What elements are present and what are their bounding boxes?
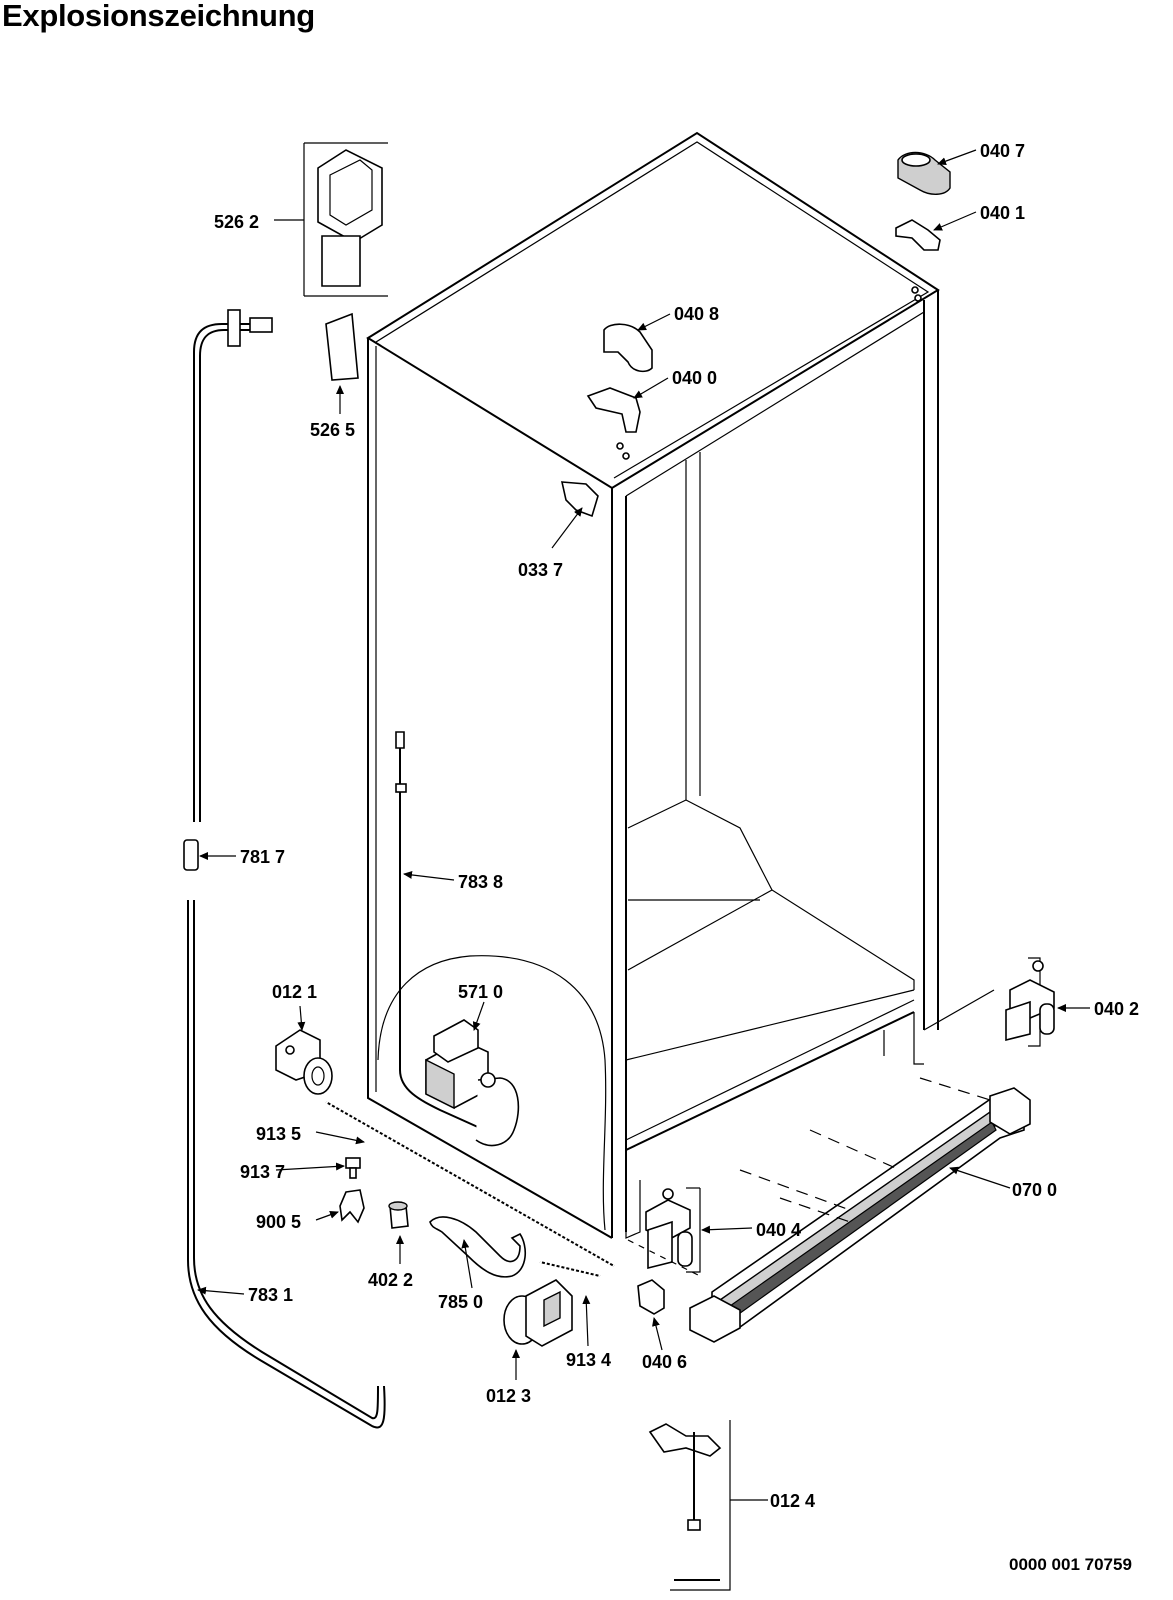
label-012-1: 012 1: [272, 982, 317, 1002]
screw-hole: [616, 442, 624, 450]
label-012-3: 012 3: [486, 1386, 531, 1406]
part-040-4-hinge-group: [645, 1187, 701, 1273]
refrigerator-cabinet: [366, 131, 940, 1239]
part-012-4-leveling-foot: [648, 1420, 731, 1591]
part-526-2-bracket: [303, 142, 388, 297]
label-913-7: 913 7: [240, 1162, 285, 1182]
part-040-1-hinge: [895, 219, 941, 251]
document-number: 0000 001 70759: [1009, 1555, 1132, 1574]
page-title: Explosionszeichnung: [2, 0, 315, 33]
label-040-7: 040 7: [980, 141, 1025, 161]
label-012-4: 012 4: [770, 1491, 815, 1511]
label-781-7: 781 7: [240, 847, 285, 867]
part-783-1-drain-tube: [187, 900, 386, 1429]
label-900-5: 900 5: [256, 1212, 301, 1232]
label-783-1: 783 1: [248, 1285, 293, 1305]
screw-hole: [914, 294, 922, 302]
part-040-7-hinge-cap: [897, 151, 951, 195]
part-785-0-drain-hose: [429, 1216, 527, 1278]
part-402-2-cap: [388, 1201, 409, 1229]
part-783-8-capillary-tube: [399, 732, 481, 1129]
part-012-1-roller: [275, 1029, 333, 1095]
label-526-2: 526 2: [214, 212, 259, 232]
label-033-7: 033 7: [518, 560, 563, 580]
label-785-0: 785 0: [438, 1292, 483, 1312]
part-040-6-bracket: [637, 1279, 665, 1315]
label-913-4: 913 4: [566, 1350, 611, 1370]
label-526-5: 526 5: [310, 420, 355, 440]
label-040-8: 040 8: [674, 304, 719, 324]
part-913-4-screw: [539, 1260, 601, 1278]
label-040-1: 040 1: [980, 203, 1025, 223]
label-040-0: 040 0: [672, 368, 717, 388]
label-040-2: 040 2: [1094, 999, 1139, 1019]
screw-hole: [911, 286, 919, 294]
part-040-2-hinge-group: [923, 957, 1055, 1047]
part-040-0-hinge-plate: [586, 387, 641, 433]
part-070-0-bottom-rail: [627, 1077, 1031, 1343]
label-040-6: 040 6: [642, 1352, 687, 1372]
label-783-8: 783 8: [458, 872, 503, 892]
part-033-7-clip: [560, 481, 599, 518]
part-913-7-screw: [345, 1157, 361, 1179]
screw-hole: [622, 452, 630, 460]
label-402-2: 402 2: [368, 1270, 413, 1290]
part-drain-tube-upper: [193, 309, 273, 822]
leader-lines: [197, 149, 1090, 1501]
part-526-5-cover: [325, 312, 359, 381]
label-913-5: 913 5: [256, 1124, 301, 1144]
part-571-0-relay: [425, 1019, 520, 1147]
part-913-5-threaded-rod: [325, 1100, 615, 1268]
part-900-5-clip: [339, 1189, 365, 1224]
label-040-4: 040 4: [756, 1220, 801, 1240]
label-070-0: 070 0: [1012, 1180, 1057, 1200]
part-781-7-connector: [183, 839, 199, 871]
label-571-0: 571 0: [458, 982, 503, 1002]
part-040-8-hinge-cap: [603, 323, 653, 373]
part-012-3-roller: [503, 1279, 573, 1347]
